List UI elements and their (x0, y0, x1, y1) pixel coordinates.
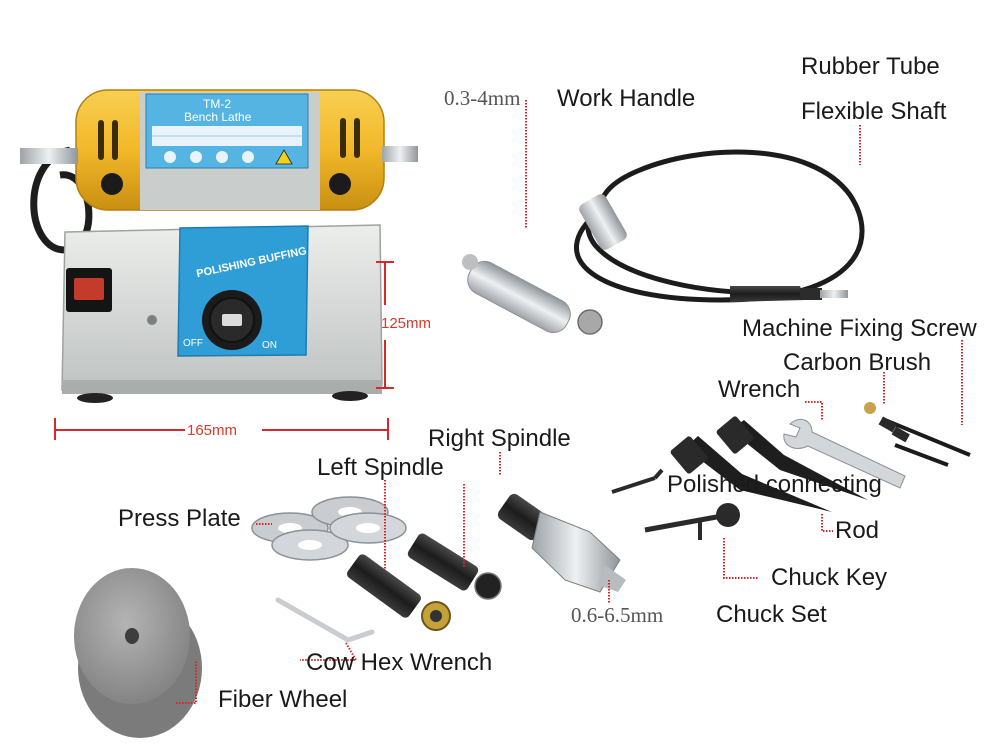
press-plates (251, 496, 407, 561)
work-handle (462, 254, 603, 335)
shaft-sleeve (579, 194, 627, 250)
shaft-connector (730, 286, 805, 302)
width-dimension (54, 418, 389, 440)
switch-on-label: ON (262, 340, 277, 351)
width-dimension-label: 165mm (187, 422, 238, 439)
warning-icon-mask (242, 151, 254, 163)
machine-fixing-screw-label: Machine Fixing Screw (742, 315, 977, 342)
left-spindle (347, 554, 451, 631)
work-handle-label: Work Handle (557, 85, 696, 112)
brush-cap (101, 173, 123, 195)
small-hex-key (611, 468, 664, 494)
chuck-key-label: Chuck Key (771, 564, 888, 591)
rubber-tube-label: Rubber Tube (801, 53, 940, 80)
work-handle-size-label: 0.3-4mm (444, 86, 521, 110)
polished-connecting-rods (670, 416, 868, 512)
base-screw (147, 315, 157, 325)
flexible-shaft-label: Flexible Shaft (801, 98, 947, 125)
model-number: TM-2 (203, 97, 231, 111)
left-spindle-label: Left Spindle (317, 454, 444, 481)
fiber-wheel (74, 568, 202, 738)
lathe-foot (332, 391, 368, 401)
wrench-tool (783, 418, 906, 489)
flexible-shaft (574, 149, 865, 303)
rod-label: Rod (835, 517, 880, 544)
vent-slot (340, 118, 346, 158)
leader-lines (176, 100, 963, 704)
vent-slot (354, 118, 360, 158)
right-spindle (407, 533, 502, 600)
warning-icon-face (190, 151, 202, 163)
carbon-brushes (878, 416, 910, 443)
vent-slot (98, 120, 104, 160)
lathe-foot (77, 393, 113, 403)
chuck-set-size-label: 0.6-6.5mm (571, 603, 664, 627)
right-shaft (382, 146, 418, 162)
left-shaft (20, 148, 78, 164)
switch-off-label: OFF (183, 338, 203, 349)
bench-lathe: POLISHING BUFFING OFF ON TM-2 Bench Lath… (20, 89, 418, 403)
wrench-label: Wrench (718, 376, 801, 403)
right-spindle-label: Right Spindle (428, 425, 571, 452)
shaft-tube (574, 149, 865, 303)
fiber-wheel-label: Fiber Wheel (218, 686, 348, 713)
height-dimension-label: 125mm (381, 315, 432, 332)
warning-triangle-icon (275, 149, 293, 165)
polished-connecting-label: Polished connecting (667, 471, 882, 498)
carbon-brush-label: Carbon Brush (783, 349, 932, 376)
press-plate-label: Press Plate (118, 505, 241, 532)
chuck-set (497, 493, 626, 593)
vent-slot (112, 120, 118, 160)
chuck-key (644, 503, 740, 540)
brush-cap (329, 173, 351, 195)
hex-wrench-tool (275, 597, 375, 643)
warning-icon-ear (216, 151, 228, 163)
cow-hex-wrench-label: Cow Hex Wrench (306, 649, 493, 676)
height-dimension (376, 261, 394, 389)
machine-fixing-screws (864, 402, 971, 467)
chuck-set-label: Chuck Set (716, 601, 827, 628)
model-name: Bench Lathe (184, 110, 252, 124)
warning-icon-glasses (164, 151, 176, 163)
